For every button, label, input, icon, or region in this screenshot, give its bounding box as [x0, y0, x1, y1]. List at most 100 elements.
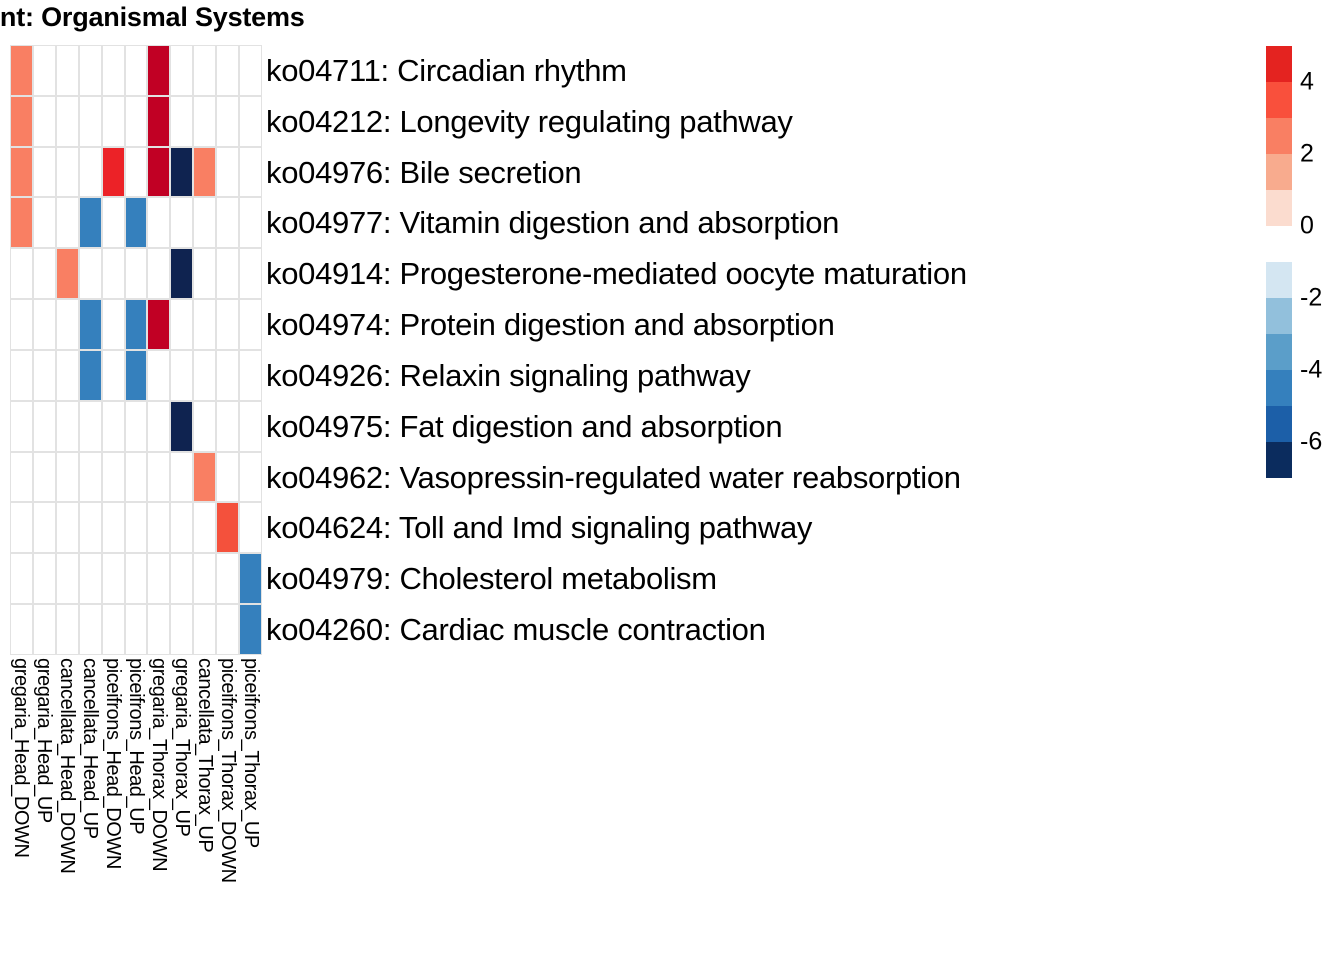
heatmap-cell: [124, 349, 148, 401]
heatmap-cell: [101, 451, 125, 503]
heatmap-cell: [55, 553, 79, 605]
heatmap-cell: [147, 604, 171, 655]
heatmap-cell: [124, 197, 148, 249]
heatmap-cell: [170, 604, 194, 655]
heatmap-cell: [124, 248, 148, 300]
heatmap-cell: [101, 553, 125, 605]
heatmap-cell: [239, 502, 262, 554]
heatmap-cell: [10, 349, 33, 401]
heatmap-cell: [147, 197, 171, 249]
heatmap-cell: [55, 248, 79, 300]
legend-swatch: [1266, 442, 1292, 478]
heatmap-cell: [32, 95, 56, 147]
column-label: gregaria_Thorax_UP: [170, 658, 193, 837]
column-label-slot: piceifrons_Head_DOWN: [102, 658, 125, 958]
heatmap-cell: [193, 604, 217, 655]
heatmap-cell: [147, 146, 171, 198]
heatmap-cell: [170, 299, 194, 350]
heatmap-cell: [124, 45, 148, 96]
heatmap-cell: [147, 45, 171, 96]
heatmap-cell: [216, 502, 240, 554]
heatmap-cell: [101, 95, 125, 147]
column-label-slot: piceifrons_Head_UP: [125, 658, 148, 958]
legend-swatch: [1266, 118, 1292, 154]
legend-swatch: [1266, 406, 1292, 442]
legend-tick: 0: [1300, 211, 1314, 240]
heatmap-cell: [239, 553, 262, 605]
heatmap-cell: [170, 197, 194, 249]
heatmap-cell: [193, 400, 217, 452]
legend-swatch: [1266, 262, 1292, 298]
heatmap-cell: [78, 197, 102, 249]
legend-tick: 4: [1300, 67, 1314, 96]
heatmap-cell: [239, 45, 262, 96]
heatmap-cell: [124, 451, 148, 503]
heatmap-cell: [193, 451, 217, 503]
column-label: gregaria_Head_UP: [33, 658, 56, 823]
row-label-list: ko04711: Circadian rhythm ko04212: Longev…: [266, 45, 1266, 655]
heatmap-cell: [124, 299, 148, 350]
heatmap-cell: [170, 553, 194, 605]
heatmap-cell: [101, 349, 125, 401]
legend-swatch: [1266, 82, 1292, 118]
heatmap-cell: [193, 45, 217, 96]
legend-negative-gradient: [1266, 262, 1292, 478]
heatmap-cell: [216, 45, 240, 96]
column-label-slot: cancellata_Head_DOWN: [56, 658, 79, 958]
column-label-slot: gregaria_Head_UP: [33, 658, 56, 958]
heatmap-cell: [78, 248, 102, 300]
heatmap-cell: [124, 400, 148, 452]
heatmap-cell: [239, 604, 262, 655]
heatmap-cell: [55, 146, 79, 198]
legend-swatch: [1266, 190, 1292, 226]
column-label-slot: gregaria_Head_DOWN: [10, 658, 33, 958]
heatmap-cell: [78, 299, 102, 350]
heatmap-cell: [170, 248, 194, 300]
heatmap-cell: [216, 349, 240, 401]
heatmap-cell: [170, 95, 194, 147]
column-label: cancellata_Head_DOWN: [56, 658, 79, 874]
heatmap-cell: [147, 502, 171, 554]
heatmap-cell: [101, 45, 125, 96]
heatmap-cell: [239, 299, 262, 350]
column-label: gregaria_Thorax_DOWN: [147, 658, 170, 872]
heatmap-cell: [170, 45, 194, 96]
column-label: cancellata_Head_UP: [79, 658, 102, 839]
column-label: piceifrons_Head_DOWN: [102, 658, 125, 869]
heatmap-cell: [193, 95, 217, 147]
heatmap-cell: [147, 451, 171, 503]
legend-tick: -6: [1300, 427, 1323, 456]
heatmap-cell: [55, 349, 79, 401]
row-label: ko04976: Bile secretion: [266, 154, 582, 190]
heatmap-cell: [55, 604, 79, 655]
heatmap-cell: [101, 400, 125, 452]
row-label: ko04975: Fat digestion and absorption: [266, 408, 783, 444]
legend-swatch: [1266, 370, 1292, 406]
row-label: ko04212: Longevity regulating pathway: [266, 103, 793, 139]
row-label: ko04914: Progesterone-mediated oocyte ma…: [266, 256, 967, 292]
heatmap-cell: [32, 553, 56, 605]
heatmap-cell: [78, 604, 102, 655]
heatmap-cell: [101, 197, 125, 249]
heatmap-cell: [193, 502, 217, 554]
heatmap-cell: [170, 349, 194, 401]
row-label: ko04711: Circadian rhythm: [266, 52, 627, 88]
heatmap-cell: [239, 197, 262, 249]
heatmap-cell: [10, 197, 33, 249]
row-label: ko04926: Relaxin signaling pathway: [266, 357, 751, 393]
heatmap-cell: [32, 45, 56, 96]
heatmap-cell: [239, 451, 262, 503]
heatmap-cell: [216, 248, 240, 300]
heatmap-cell: [147, 400, 171, 452]
heatmap-cell: [10, 299, 33, 350]
heatmap-cell: [124, 604, 148, 655]
row-label: ko04260: Cardiac muscle contraction: [266, 612, 766, 648]
heatmap-cell: [101, 146, 125, 198]
heatmap-cell: [10, 146, 33, 198]
heatmap-cell: [10, 604, 33, 655]
heatmap-cell: [55, 299, 79, 350]
heatmap-cell: [55, 451, 79, 503]
heatmap-cell: [147, 95, 171, 147]
